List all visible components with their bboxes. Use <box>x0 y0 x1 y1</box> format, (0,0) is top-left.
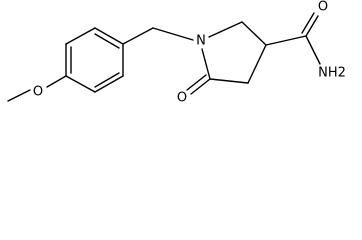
bond-methyl-o <box>7 89 31 102</box>
atom-methoxy-oxygen: O <box>33 85 43 100</box>
atom-ketone-oxygen: O <box>177 91 187 106</box>
bond-c3-c4 <box>247 44 267 84</box>
atom-ring-nitrogen: N <box>196 34 206 49</box>
bond-amide-n <box>305 35 321 65</box>
bond-c5-n <box>201 48 211 80</box>
bond-ring-5-inner <box>94 72 120 88</box>
bond-o-aryl <box>46 75 67 88</box>
atom-amide-oxygen: O <box>318 0 328 15</box>
bond-aryl-ch2 <box>122 27 154 45</box>
bond-ring-6 <box>65 75 96 93</box>
bond-amide-o-1 <box>305 15 319 37</box>
bonds <box>7 12 321 102</box>
bond-ketone-2 <box>186 74 207 91</box>
atom-amide-nitrogen: NH2 <box>318 66 346 81</box>
atom-labels: O N O O NH2 <box>33 0 346 106</box>
bond-n-c2 <box>208 21 243 38</box>
bond-ketone-1 <box>190 78 211 95</box>
bond-c2-c3 <box>241 21 267 46</box>
bond-ring-3 <box>94 27 124 45</box>
bond-amide-o-2 <box>301 12 315 34</box>
bond-c4-c5 <box>209 78 249 84</box>
structure-diagram: O N O O NH2 <box>7 0 346 106</box>
bond-c3-amide <box>265 35 307 46</box>
bond-ring-3-inner <box>94 33 120 49</box>
bond-ring-5 <box>94 75 124 93</box>
bond-ch2-n <box>152 27 194 41</box>
bond-ring-2 <box>65 27 96 45</box>
